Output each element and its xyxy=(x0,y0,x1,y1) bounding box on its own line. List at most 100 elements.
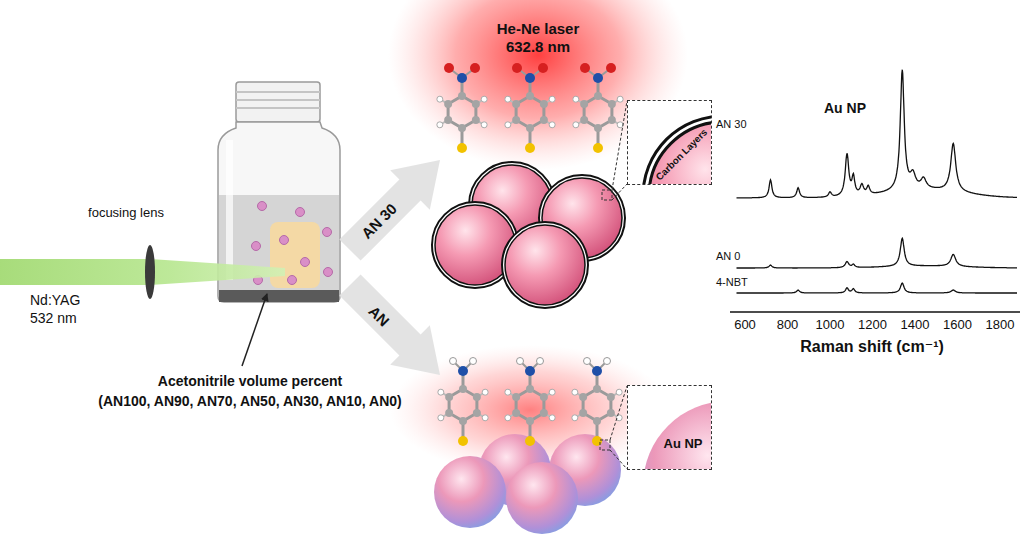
spectrum-trace xyxy=(737,70,1018,198)
condition-label: (AN100, AN90, AN70, AN50, AN30, AN10, AN… xyxy=(98,393,401,409)
molecules xyxy=(437,63,623,446)
series-label: AN 0 xyxy=(716,250,740,263)
carbon-atom xyxy=(579,409,587,417)
carbon-atom xyxy=(594,92,602,100)
laser-label: He-Ne laser xyxy=(497,20,580,37)
hydrogen-atom xyxy=(438,389,444,395)
benzene-ring xyxy=(583,389,611,421)
carbon-atom xyxy=(444,116,452,124)
zoom-inset: Carbon Layers xyxy=(627,100,712,185)
carbon-atom xyxy=(512,409,520,417)
hydrogen-atom xyxy=(517,358,524,365)
molecule xyxy=(438,358,488,447)
zoom-leader xyxy=(600,101,627,469)
hydrogen-atom xyxy=(505,389,511,395)
carbon-atom xyxy=(459,417,467,425)
nanoparticle-cluster xyxy=(432,162,625,534)
inset-label: Au NP xyxy=(664,437,703,451)
hydrogen-atom xyxy=(549,96,555,102)
hydrogen-atom xyxy=(482,415,488,421)
carbon-atom xyxy=(473,409,481,417)
carbon-atom xyxy=(444,100,452,108)
hydrogen-atom xyxy=(450,358,457,365)
hydrogen-atom xyxy=(572,415,578,421)
oxygen-atom xyxy=(606,63,616,73)
carbon-atom xyxy=(526,124,534,132)
carbon-atom xyxy=(472,100,480,108)
hydrogen-atom xyxy=(438,415,444,421)
benzene-ring xyxy=(584,96,612,128)
tick-label: 1600 xyxy=(943,318,972,333)
nitrogen-atom xyxy=(593,73,603,83)
carbon-atom xyxy=(540,393,548,401)
nitrogen-atom xyxy=(457,73,467,83)
wavelength-label: 532 nm xyxy=(30,310,77,326)
molecule xyxy=(505,358,555,447)
sulfur-atom xyxy=(458,436,468,446)
vial-base xyxy=(219,290,339,302)
carbon-atom xyxy=(458,124,466,132)
tick-label: 600 xyxy=(734,318,756,333)
carbon-atom xyxy=(526,385,534,393)
carbon-atom xyxy=(540,409,548,417)
hydrogen-atom xyxy=(437,122,443,128)
benzene-ring xyxy=(449,389,477,421)
carbon-atom xyxy=(608,116,616,124)
hydrogen-atom xyxy=(584,358,591,365)
carbon-atom xyxy=(473,393,481,401)
hydrogen-atom xyxy=(573,122,579,128)
inset-drawing xyxy=(628,386,712,470)
oxygen-atom xyxy=(538,63,548,73)
carbon-atom xyxy=(593,417,601,425)
carbon-atom xyxy=(607,409,615,417)
ablation-plume xyxy=(270,222,320,288)
hydrogen-atom xyxy=(481,96,487,102)
nitrogen-atom xyxy=(525,366,535,376)
pointer-arrow xyxy=(242,294,267,366)
hydrogen-atom xyxy=(617,96,623,102)
carbon-atom xyxy=(540,100,548,108)
carbon-atom xyxy=(445,409,453,417)
tick-label: 1800 xyxy=(986,318,1015,333)
raman-spectra xyxy=(737,70,1018,293)
oxygen-atom xyxy=(512,63,522,73)
component-label: focusing lens xyxy=(86,206,166,221)
gold-nanoparticle xyxy=(505,225,585,305)
vial-thread xyxy=(236,107,320,109)
vial-neck xyxy=(236,82,320,122)
molecule xyxy=(573,63,623,153)
carbon-atom xyxy=(512,116,520,124)
hydrogen-atom xyxy=(549,389,555,395)
carbon-atom xyxy=(526,92,534,100)
laser-label: Nd:YAG xyxy=(30,292,80,308)
spectrum-trace xyxy=(737,283,1018,293)
carbon-atom xyxy=(458,92,466,100)
nitrogen-atom xyxy=(458,366,468,376)
spectrum-trace xyxy=(737,238,1018,268)
carbon-layer xyxy=(649,122,712,185)
carbon-layer xyxy=(643,116,712,185)
sulfur-atom xyxy=(525,436,535,446)
wavelength-label: 632.8 nm xyxy=(506,38,570,55)
sulfur-atom xyxy=(457,143,467,153)
hydrogen-atom xyxy=(481,122,487,128)
carbon-shell xyxy=(502,222,588,308)
gold-nanoparticle xyxy=(434,456,506,528)
tick-label: 800 xyxy=(777,318,799,333)
nitrogen-atom xyxy=(525,73,535,83)
process-arrow xyxy=(339,160,440,261)
carbon-atom xyxy=(459,385,467,393)
hydrogen-atom xyxy=(572,389,578,395)
sulfur-atom xyxy=(525,143,535,153)
hydrogen-atom xyxy=(549,415,555,421)
carbon-atom xyxy=(540,116,548,124)
glass-highlight xyxy=(226,140,233,280)
hydrogen-atom xyxy=(505,415,511,421)
tick-label: 1000 xyxy=(816,318,845,333)
hydrogen-atom xyxy=(482,389,488,395)
gold-nanoparticle xyxy=(506,462,578,534)
oxygen-atom xyxy=(470,63,480,73)
carbon-atom xyxy=(472,116,480,124)
